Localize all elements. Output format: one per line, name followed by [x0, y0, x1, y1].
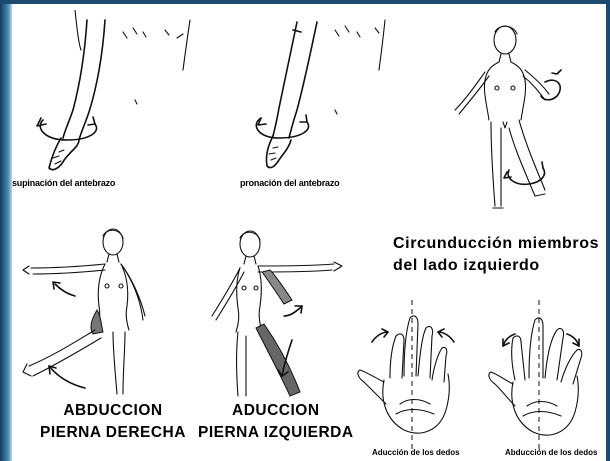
slide-frame-right [606, 0, 610, 461]
abduction-right-leg-illustration [15, 220, 195, 400]
adduction-left-leg-illustration [192, 220, 362, 405]
pronation-label: pronación del antebrazo [240, 178, 339, 188]
fingers-abduction-label: Abducción de los dedos [505, 448, 597, 457]
circumduction-label-line1: Circunducción miembros [393, 233, 599, 255]
circumduction-figure-illustration [425, 10, 585, 225]
circumduction-label-line2: del lado izquierdo [393, 255, 599, 277]
fingers-adduction-hand-illustration [350, 300, 480, 455]
adduction-left-label: ADUCCION PIERNA IZQUIERDA [198, 403, 354, 441]
supination-label: supinación del antebrazo [12, 178, 115, 188]
circumduction-label: Circunducción miembros del lado izquierd… [393, 233, 599, 277]
adduction-left-line2: PIERNA IZQUIERDA [198, 425, 354, 441]
fingers-abduction-hand-illustration [485, 300, 605, 455]
abduction-right-line1: ABDUCCION [40, 403, 186, 419]
slide-frame-left [0, 0, 12, 461]
pronation-arm-illustration [225, 10, 405, 190]
abduction-right-label: ABDUCCION PIERNA DERECHA [40, 403, 186, 441]
slide-frame-top [0, 0, 610, 4]
fingers-adduction-label: Aducción de los dedos [372, 448, 460, 457]
abduction-right-line2: PIERNA DERECHA [40, 425, 186, 441]
supination-arm-illustration [15, 10, 215, 190]
adduction-left-line1: ADUCCION [198, 403, 354, 419]
